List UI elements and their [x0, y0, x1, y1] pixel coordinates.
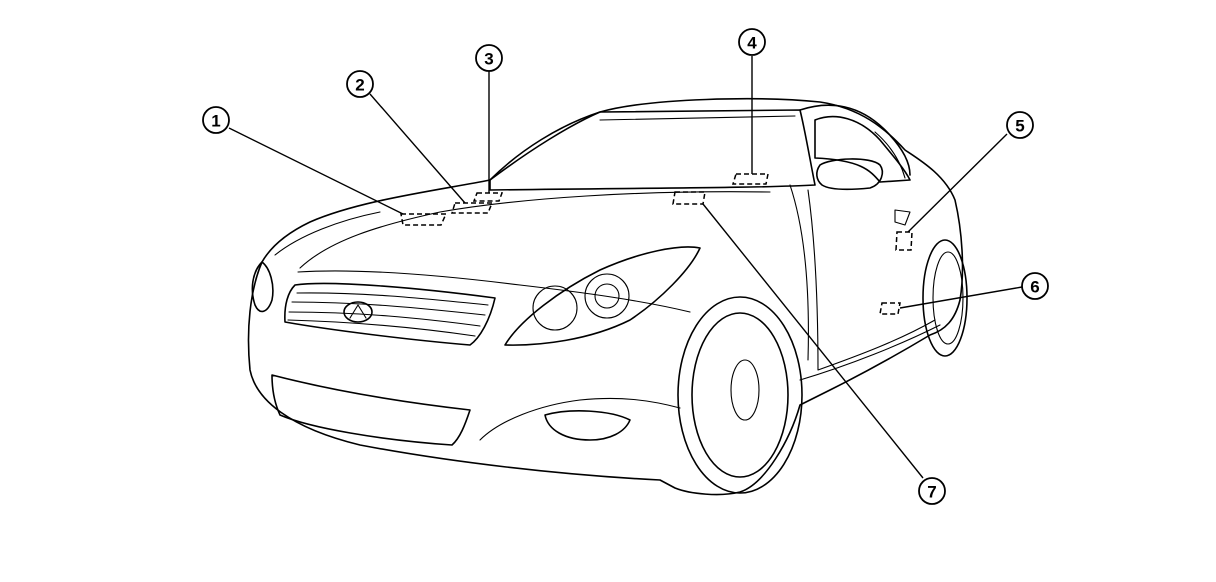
- car-body-outline: [247, 98, 964, 496]
- callout-4-label: 4: [747, 34, 757, 53]
- callout-1-circle: [202, 106, 230, 134]
- hood-front-lip: [297, 270, 691, 313]
- front-wheel-hub: [730, 359, 760, 421]
- leader-line-6: [899, 286, 1023, 309]
- side-mirror: [816, 158, 884, 191]
- callout-2-circle: [346, 70, 374, 98]
- callout-1-label: 1: [211, 112, 220, 131]
- callout-1: 1: [202, 106, 230, 134]
- front-wheel-rim: [691, 312, 789, 478]
- callout-4-circle: [738, 28, 766, 56]
- callout-6-circle: [1021, 272, 1049, 300]
- windshield-inner: [599, 115, 796, 121]
- callout-2: 2: [346, 70, 374, 98]
- callout-7: 7: [918, 477, 946, 505]
- leader-lines: [228, 56, 1023, 479]
- callout-7-label: 7: [927, 483, 936, 502]
- grille-slat-2: [291, 301, 486, 316]
- rear-wheel-tire: [922, 239, 968, 357]
- door-front-edge: [789, 184, 809, 361]
- emblem-mark: [349, 304, 367, 319]
- front-grille: [284, 282, 496, 346]
- headlight-lens-2: [584, 273, 630, 319]
- location-marker-1: [400, 213, 448, 226]
- callout-5: 5: [1006, 111, 1034, 139]
- windshield: [489, 109, 816, 191]
- callout-5-label: 5: [1015, 117, 1024, 136]
- callout-3: 3: [475, 44, 503, 72]
- lower-intake: [271, 374, 471, 446]
- side-sill: [799, 324, 941, 381]
- callout-3-label: 3: [484, 50, 493, 69]
- callout-6-label: 6: [1030, 278, 1039, 297]
- location-marker-2: [450, 202, 494, 214]
- leader-line-1: [228, 127, 404, 215]
- headlight-lens-2-inner: [594, 283, 620, 309]
- rear-wheel-rim: [932, 251, 964, 345]
- fog-light: [544, 410, 631, 441]
- callout-2-label: 2: [355, 76, 364, 95]
- headlight-right: [504, 246, 701, 346]
- callout-3-circle: [475, 44, 503, 72]
- headlight-lens-1: [532, 285, 578, 331]
- side-window-rear: [874, 131, 906, 179]
- leader-line-5: [907, 133, 1008, 233]
- callout-5-circle: [1006, 111, 1034, 139]
- hood-line-left: [274, 211, 381, 256]
- location-markers: [400, 173, 913, 315]
- callouts: 1 2 3 4 5 6 7: [202, 28, 1049, 505]
- roof-side: [799, 104, 911, 176]
- callout-4: 4: [738, 28, 766, 56]
- emblem: [343, 301, 373, 323]
- front-wheel-tire: [677, 296, 803, 494]
- location-marker-7: [672, 191, 706, 205]
- leader-line-7: [702, 203, 924, 479]
- grille-slat-1: [296, 292, 489, 306]
- grille-slat-4: [287, 319, 476, 337]
- location-marker-4: [731, 173, 769, 185]
- leader-line-2: [369, 93, 466, 204]
- location-marker-5: [895, 231, 913, 251]
- door-handle: [894, 209, 911, 226]
- location-marker-6: [879, 302, 901, 315]
- car-illustration: [247, 98, 968, 496]
- headlight-left: [251, 261, 274, 313]
- callout-7-circle: [918, 477, 946, 505]
- bumper-curve: [479, 397, 681, 441]
- hood-edge: [299, 191, 771, 269]
- grille-slat-3: [288, 311, 481, 327]
- location-marker-3: [472, 192, 504, 202]
- side-window: [814, 115, 911, 183]
- callout-6: 6: [1021, 272, 1049, 300]
